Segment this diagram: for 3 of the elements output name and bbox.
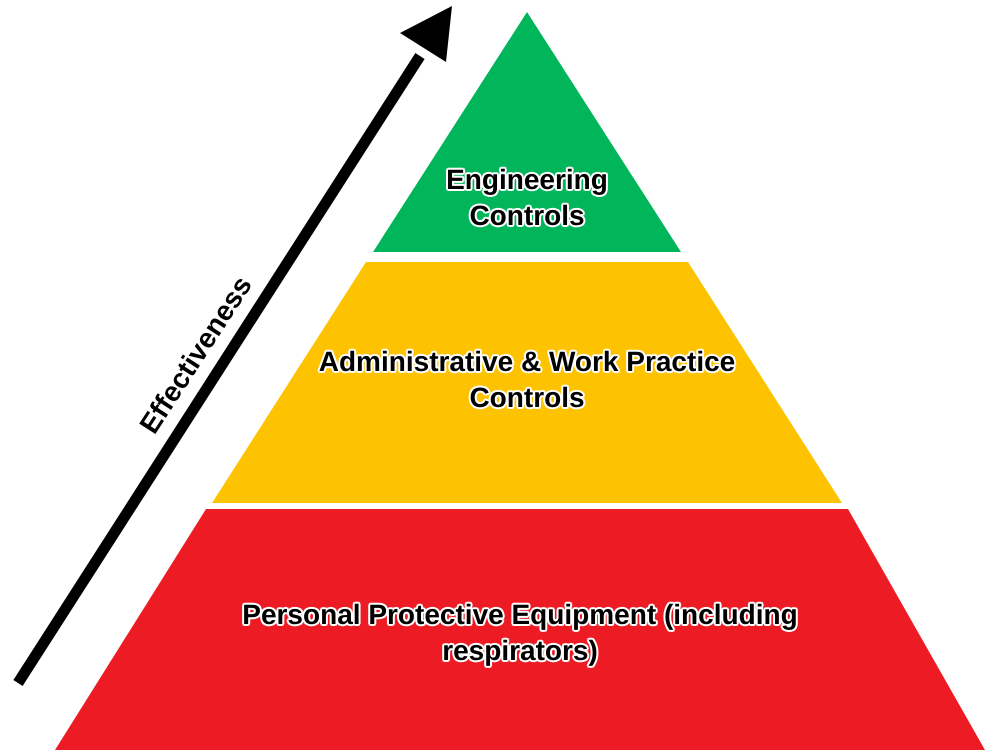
tier-label: Personal Protective Equipment (including respirators) [241, 598, 799, 668]
tier-label: Administrative & Work Practice Controls [318, 345, 736, 415]
tier-label: Engineering Controls [445, 163, 609, 233]
